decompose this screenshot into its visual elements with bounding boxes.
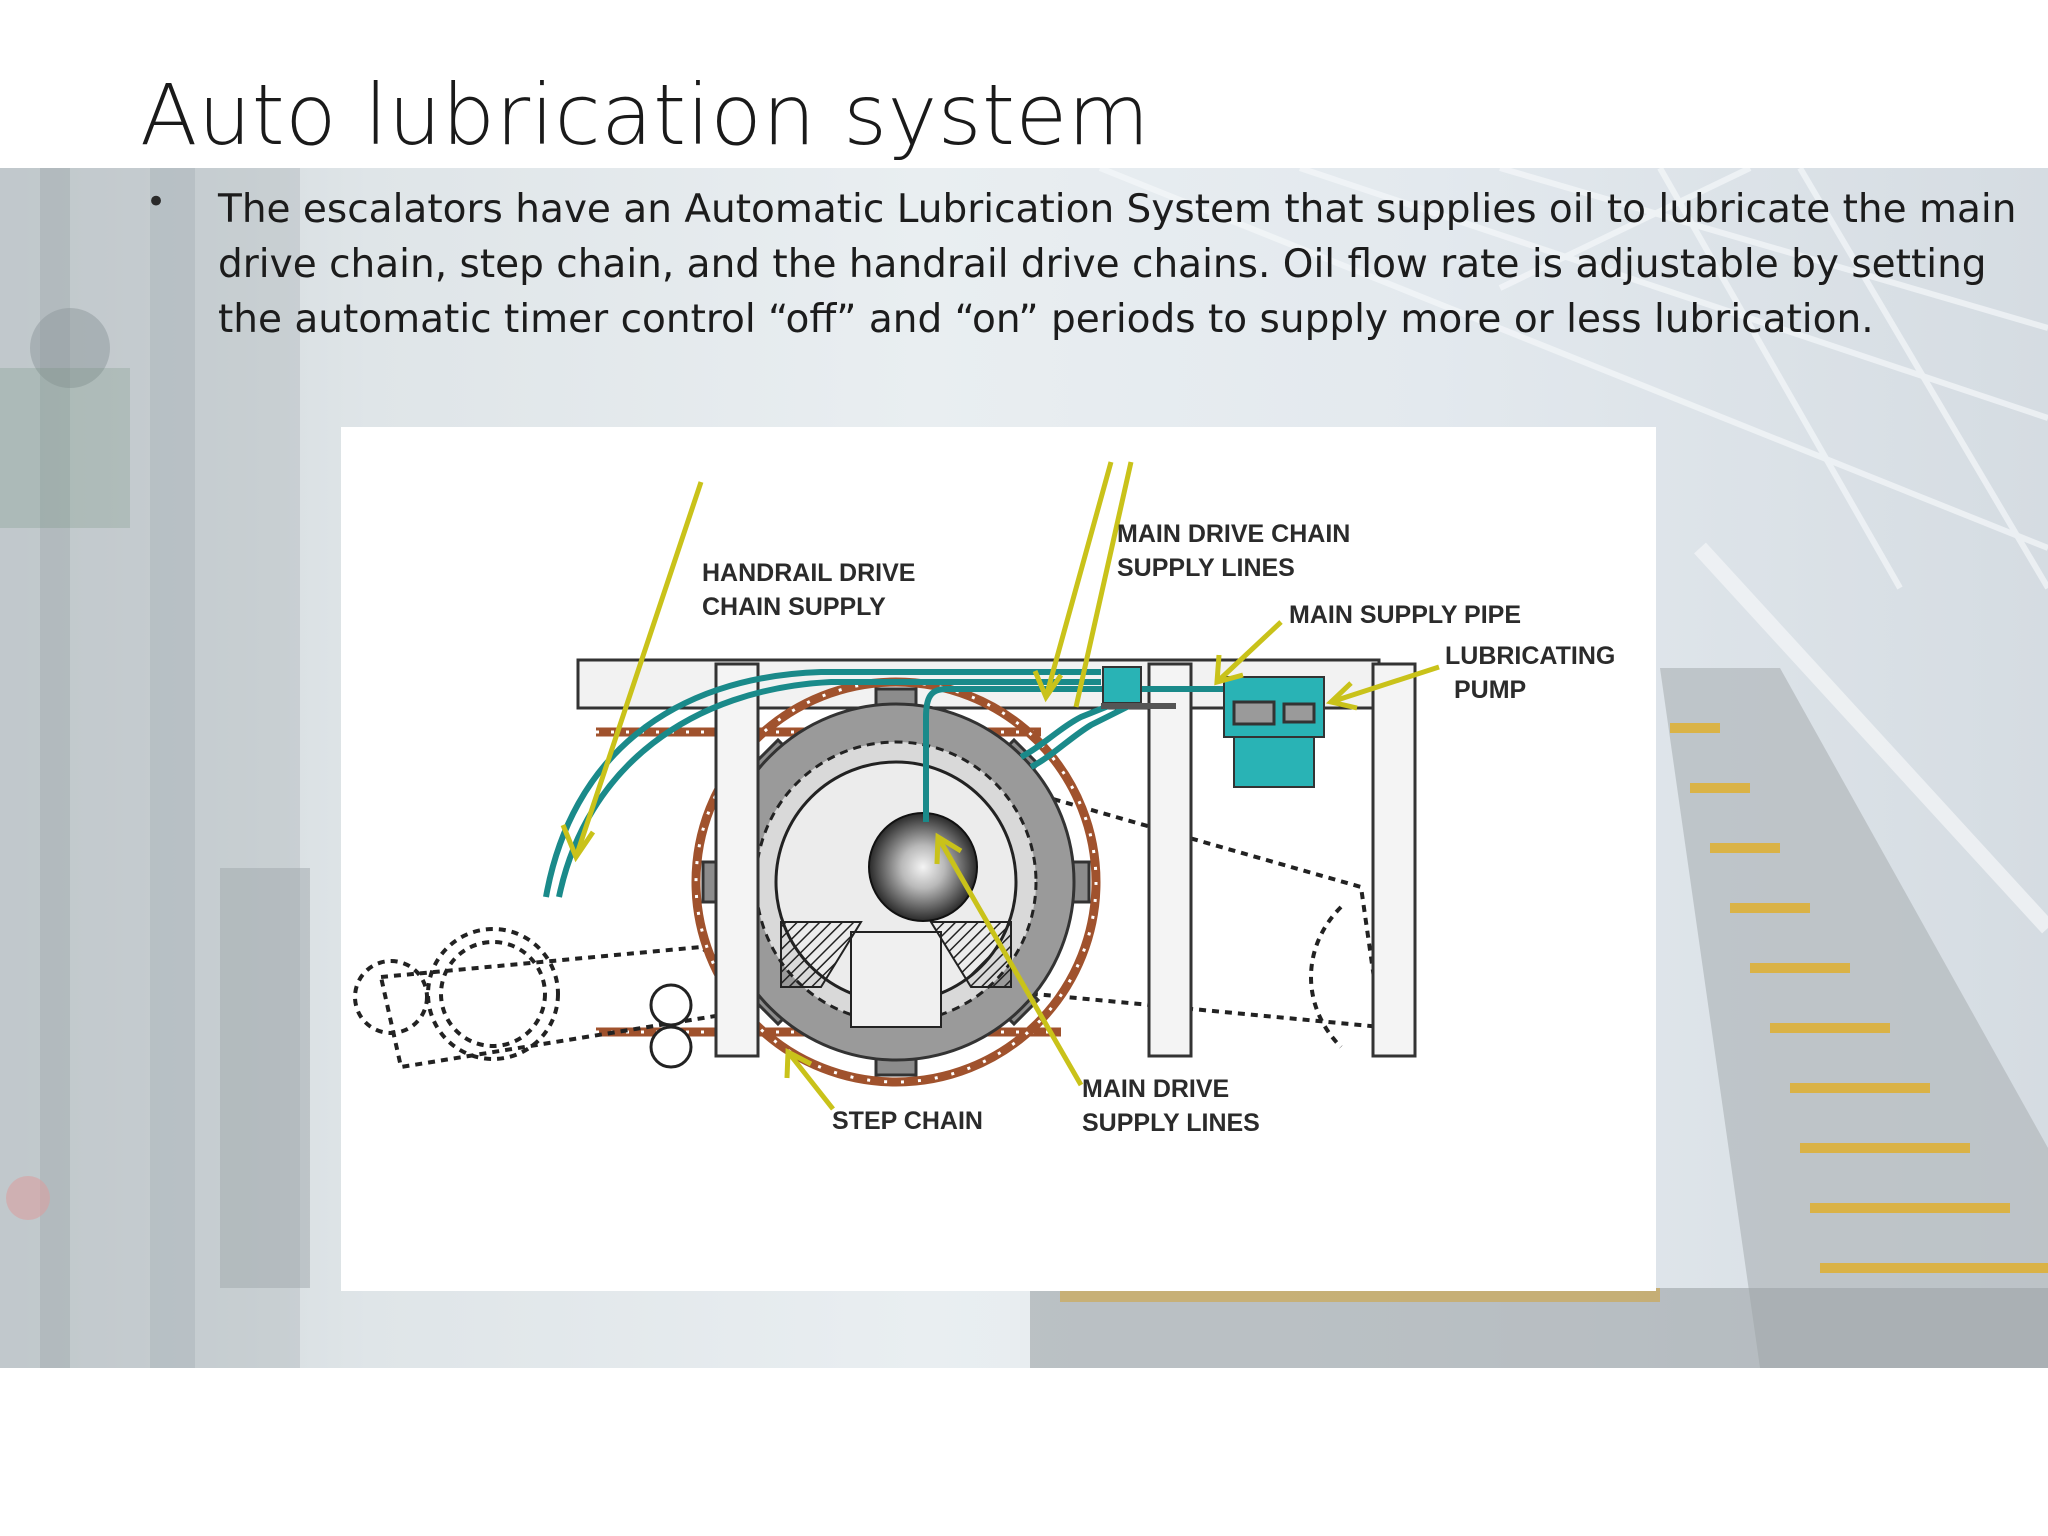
bottom-margin	[0, 1368, 2048, 1536]
label-handrail-drive: HANDRAIL DRIVE	[702, 559, 915, 587]
lubrication-diagram: HANDRAIL DRIVE CHAIN SUPPLY MAIN DRIVE C…	[341, 427, 1656, 1291]
bullet-text: The escalators have an Automatic Lubrica…	[218, 187, 2017, 342]
distribution-bracket	[1101, 703, 1176, 709]
diagram-svg: HANDRAIL DRIVE CHAIN SUPPLY MAIN DRIVE C…	[353, 461, 1615, 1137]
label-main-drive-supply-lines: SUPPLY LINES	[1117, 554, 1295, 582]
label-main-drive-chain: MAIN DRIVE CHAIN	[1117, 520, 1350, 548]
frame-post	[1147, 662, 1193, 1058]
label-step-chain: STEP CHAIN	[832, 1107, 983, 1135]
frame-post	[714, 662, 760, 1058]
label-lubricating: LUBRICATING	[1445, 642, 1615, 670]
label-main-drive-bottom-supply-lines: SUPPLY LINES	[1082, 1109, 1260, 1137]
lubricating-pump	[1223, 676, 1325, 788]
label-pump: PUMP	[1454, 676, 1526, 704]
callout-arrows	[560, 461, 1440, 1111]
frame-post	[1371, 662, 1417, 1058]
drive-chain-loop	[353, 765, 1384, 1070]
label-main-supply-pipe: MAIN SUPPLY PIPE	[1289, 601, 1521, 629]
supply-pipes	[543, 669, 1226, 898]
slide-title: Auto lubrication system	[140, 66, 1150, 164]
idler-wheel	[649, 983, 693, 1027]
label-main-drive: MAIN DRIVE	[1082, 1075, 1229, 1103]
bullet-marker: •	[146, 182, 167, 222]
idler-wheel	[649, 1025, 693, 1069]
main-drive-sprocket	[691, 677, 1101, 1087]
label-handrail-chain-supply: CHAIN SUPPLY	[702, 593, 886, 621]
distribution-block	[1102, 666, 1142, 704]
